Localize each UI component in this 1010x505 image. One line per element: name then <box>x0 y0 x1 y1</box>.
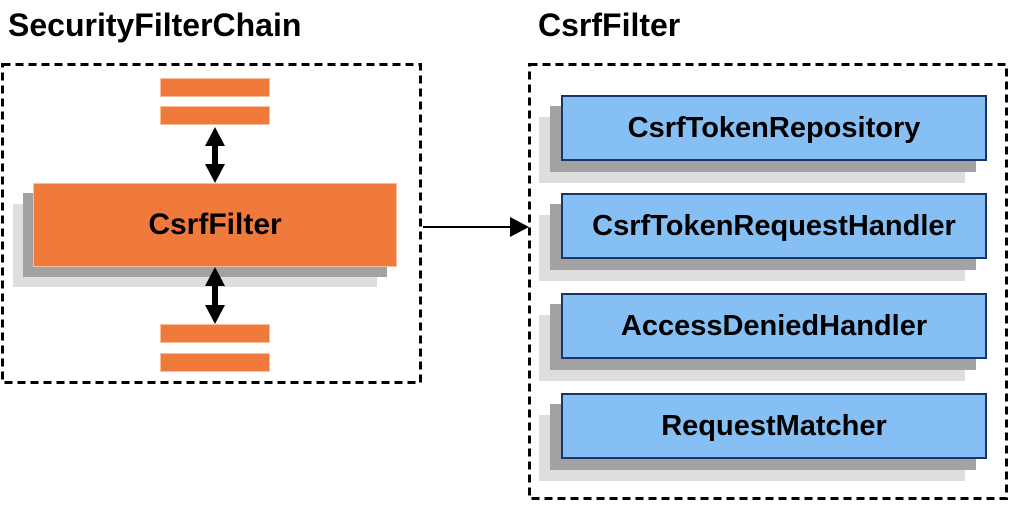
filter-chain-bar <box>160 324 270 343</box>
request-matcher-node: RequestMatcher <box>561 393 987 459</box>
chain-flow-arrow-top <box>205 127 225 183</box>
csrf-token-request-handler-stack: CsrfTokenRequestHandler <box>539 193 999 285</box>
csrf-filter-detail-arrow <box>423 217 529 237</box>
csrf-filter-node-stack: CsrfFilter <box>13 183 417 293</box>
filter-chain-bar <box>160 106 270 125</box>
security-filter-chain-title: SecurityFilterChain <box>8 7 302 43</box>
csrf-filter-node: CsrfFilter <box>33 183 397 267</box>
csrf-filter-panel-title: CsrfFilter <box>538 7 681 43</box>
request-matcher-stack: RequestMatcher <box>539 393 999 485</box>
access-denied-handler-stack: AccessDeniedHandler <box>539 293 999 385</box>
csrf-token-repository-stack: CsrfTokenRepository <box>539 95 999 187</box>
csrf-token-repository-node: CsrfTokenRepository <box>561 95 987 161</box>
filter-chain-bar <box>160 78 270 97</box>
filter-chain-bar <box>160 353 270 372</box>
csrf-token-request-handler-node: CsrfTokenRequestHandler <box>561 193 987 259</box>
access-denied-handler-node: AccessDeniedHandler <box>561 293 987 359</box>
